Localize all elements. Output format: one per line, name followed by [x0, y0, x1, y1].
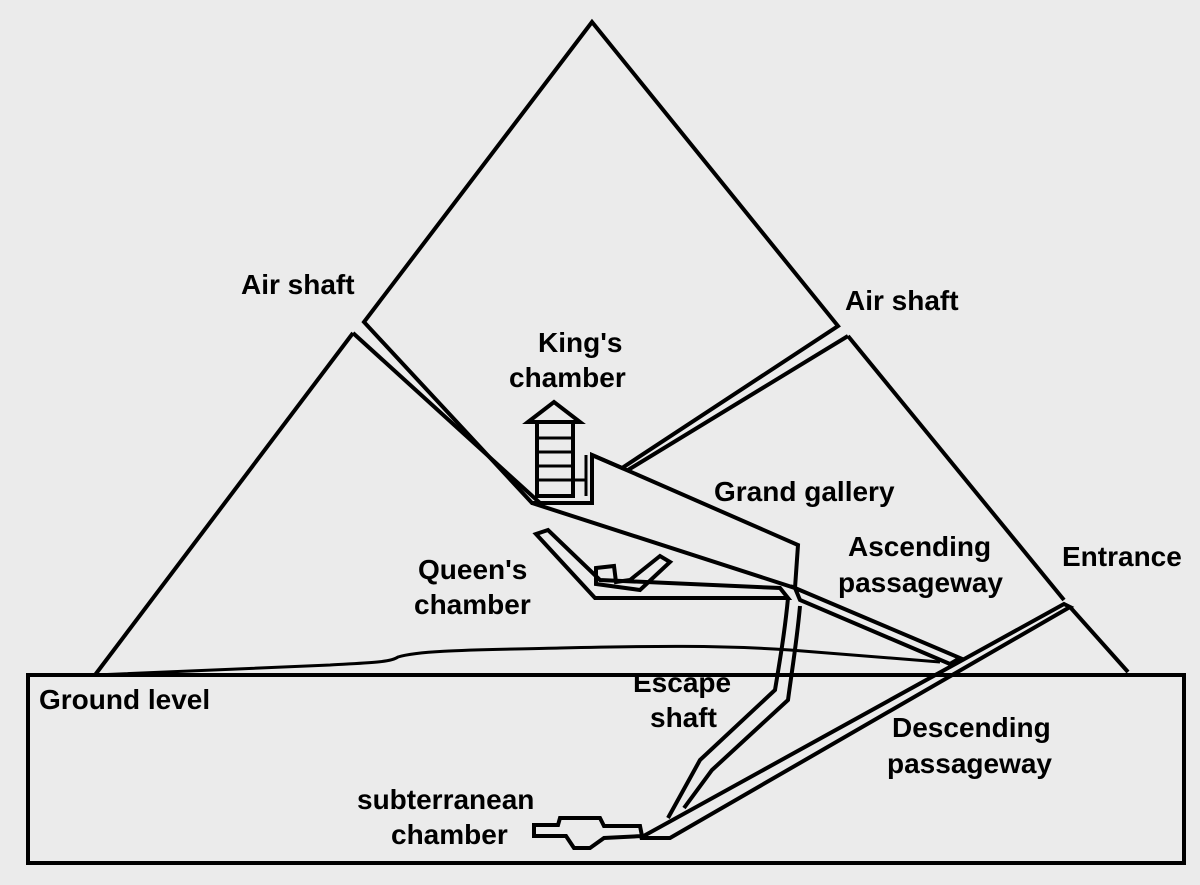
label-air-shaft-left: Air shaft — [241, 269, 355, 300]
ascending-passageway — [791, 584, 965, 667]
label-ground-level: Ground level — [39, 684, 210, 715]
label-descending-1: Descending — [892, 712, 1051, 743]
label-escape-shaft-1: Escape — [633, 667, 731, 698]
label-kings-chamber-1: King's — [538, 327, 622, 358]
label-descending-2: passageway — [887, 748, 1052, 779]
pyramid-right-face — [846, 334, 1066, 602]
label-kings-chamber-2: chamber — [509, 362, 626, 393]
queens-chamber-passage — [532, 527, 793, 600]
label-subterranean-1: subterranean — [357, 784, 534, 815]
ground-block — [26, 673, 1186, 865]
descending-passageway — [639, 601, 1075, 840]
label-queens-chamber-1: Queen's — [418, 554, 527, 585]
label-air-shaft-right: Air shaft — [845, 285, 959, 316]
queens-chamber-niche — [594, 553, 674, 593]
pyramid-right-face-lower — [1068, 605, 1130, 674]
label-ascending-2: passageway — [838, 567, 1003, 598]
ground-surface-line — [94, 644, 941, 677]
pyramid-left-face — [93, 331, 355, 677]
pyramid-apex-section — [361, 18, 841, 505]
label-queens-chamber-2: chamber — [414, 589, 531, 620]
label-ascending-1: Ascending — [848, 531, 991, 562]
label-grand-gallery: Grand gallery — [714, 476, 895, 507]
subterranean-chamber — [532, 816, 645, 850]
label-subterranean-2: chamber — [391, 819, 508, 850]
kings-chamber — [522, 399, 588, 498]
left-air-shaft — [351, 331, 542, 505]
label-escape-shaft-2: shaft — [650, 702, 717, 733]
escape-shaft — [666, 597, 802, 819]
right-air-shaft — [626, 334, 850, 472]
label-entrance: Entrance — [1062, 541, 1182, 572]
